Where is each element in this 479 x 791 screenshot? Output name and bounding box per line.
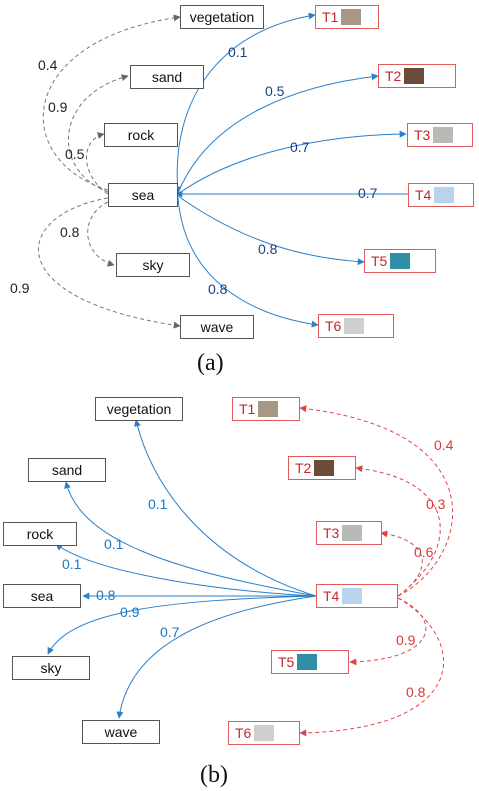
node-a-t6-label: T6 xyxy=(325,318,342,334)
texture-thumbnail-t3 xyxy=(433,127,454,143)
weight-a-sea-sand: 0.9 xyxy=(48,99,68,115)
weight-a-t2-sea: 0.5 xyxy=(265,83,285,99)
node-a-t5-label: T5 xyxy=(371,253,388,269)
weight-a-sea-wave: 0.9 xyxy=(10,280,30,296)
texture-thumbnail-t2 xyxy=(404,68,425,84)
node-a-sand: sand xyxy=(130,65,204,89)
weight-a-t3-sea: 0.7 xyxy=(290,139,310,155)
edge-b-t4-wave xyxy=(116,595,317,719)
weight-a-sea-rock: 0.5 xyxy=(65,146,85,162)
node-b-vegetation: vegetation xyxy=(95,397,183,421)
node-a-t6: T6 xyxy=(318,314,394,338)
caption-a: (a) xyxy=(197,350,224,376)
edge-a-t5-sea xyxy=(177,195,365,266)
edge-a-t1-sea xyxy=(173,12,316,194)
edge-b-t4-t5 xyxy=(349,597,427,666)
node-b-t1-label: T1 xyxy=(239,401,256,417)
caption-b: (b) xyxy=(200,762,228,788)
node-a-wave: wave xyxy=(180,315,254,339)
edge-a-t2-sea xyxy=(177,73,379,194)
node-a-sky: sky xyxy=(116,253,190,277)
texture-thumbnail-t1 xyxy=(341,9,362,25)
node-a-t4: T4 xyxy=(408,183,474,207)
node-b-t1: T1 xyxy=(232,397,300,421)
texture-thumbnail-t2 xyxy=(314,460,335,476)
weight-b-t4-t1: 0.4 xyxy=(434,437,454,453)
node-a-t3: T3 xyxy=(407,123,473,147)
edge-a-t6-sea xyxy=(177,197,319,328)
texture-thumbnail-t6 xyxy=(254,725,275,741)
edge-a-sea-rock xyxy=(86,132,109,195)
weight-b-t4-sky: 0.9 xyxy=(120,604,140,620)
edge-a-sea-sky xyxy=(87,201,115,267)
node-a-t5: T5 xyxy=(364,249,436,273)
weight-b-t4-t6: 0.8 xyxy=(406,684,426,700)
edge-a-t3-sea xyxy=(177,130,407,195)
node-b-t4-label: T4 xyxy=(323,588,340,604)
node-b-rock: rock xyxy=(3,522,77,546)
node-b-t6: T6 xyxy=(228,721,300,745)
weight-b-t4-t2: 0.3 xyxy=(426,496,446,512)
edge-a-sea-wave xyxy=(37,197,181,329)
edge-b-t4-t2 xyxy=(355,465,441,597)
texture-thumbnail-t4 xyxy=(342,588,363,604)
weight-a-sea-vegetation: 0.4 xyxy=(38,57,58,73)
node-b-t3-label: T3 xyxy=(323,525,340,541)
node-a-t3-label: T3 xyxy=(414,127,431,143)
weight-b-t4-sea: 0.8 xyxy=(96,587,116,603)
weight-a-t4-sea: 0.7 xyxy=(358,185,378,201)
texture-thumbnail-t5 xyxy=(390,253,411,269)
edge-b-t4-sand xyxy=(64,481,317,597)
edge-a-sea-sand xyxy=(67,74,129,193)
node-b-t6-label: T6 xyxy=(235,725,252,741)
edge-b-t4-vegetation xyxy=(134,419,317,597)
node-b-sea: sea xyxy=(3,584,81,608)
weight-a-t5-sea: 0.8 xyxy=(258,241,278,257)
node-a-rock: rock xyxy=(104,123,178,147)
node-b-sky: sky xyxy=(12,656,90,680)
texture-thumbnail-t5 xyxy=(297,654,318,670)
node-a-vegetation: vegetation xyxy=(180,5,264,29)
node-a-sea: sea xyxy=(108,183,178,207)
node-b-t5-label: T5 xyxy=(278,654,295,670)
node-b-t2: T2 xyxy=(288,456,356,480)
weight-b-t4-rock: 0.1 xyxy=(62,556,82,572)
texture-thumbnail-t4 xyxy=(434,187,455,203)
edge-b-t4-sky xyxy=(47,595,317,655)
weight-b-t4-t5: 0.9 xyxy=(396,632,416,648)
texture-thumbnail-t3 xyxy=(342,525,363,541)
node-b-t4: T4 xyxy=(316,584,398,608)
texture-thumbnail-t6 xyxy=(344,318,365,334)
weight-b-t4-t3: 0.6 xyxy=(414,544,434,560)
edge-b-t4-t6 xyxy=(299,597,444,737)
weight-b-t4-wave: 0.7 xyxy=(160,624,180,640)
edge-b-t4-t1 xyxy=(299,405,454,597)
node-a-t4-label: T4 xyxy=(415,187,432,203)
weight-a-t6-sea: 0.8 xyxy=(208,281,228,297)
weight-a-sea-sky: 0.8 xyxy=(60,224,80,240)
node-a-t2: T2 xyxy=(378,64,456,88)
node-a-t2-label: T2 xyxy=(385,68,402,84)
edge-a-sea-vegetation xyxy=(42,14,181,191)
weight-a-t1-sea: 0.1 xyxy=(228,44,248,60)
node-a-t1-label: T1 xyxy=(322,9,339,25)
texture-thumbnail-t1 xyxy=(258,401,279,417)
node-b-t2-label: T2 xyxy=(295,460,312,476)
weight-b-t4-vegetation: 0.1 xyxy=(148,496,168,512)
node-a-t1: T1 xyxy=(315,5,379,29)
node-b-t3: T3 xyxy=(316,521,382,545)
node-b-t5: T5 xyxy=(271,650,349,674)
weight-b-t4-sand: 0.1 xyxy=(104,536,124,552)
edge-b-t4-rock xyxy=(55,543,317,597)
node-b-sand: sand xyxy=(28,458,106,482)
node-b-wave: wave xyxy=(82,720,160,744)
